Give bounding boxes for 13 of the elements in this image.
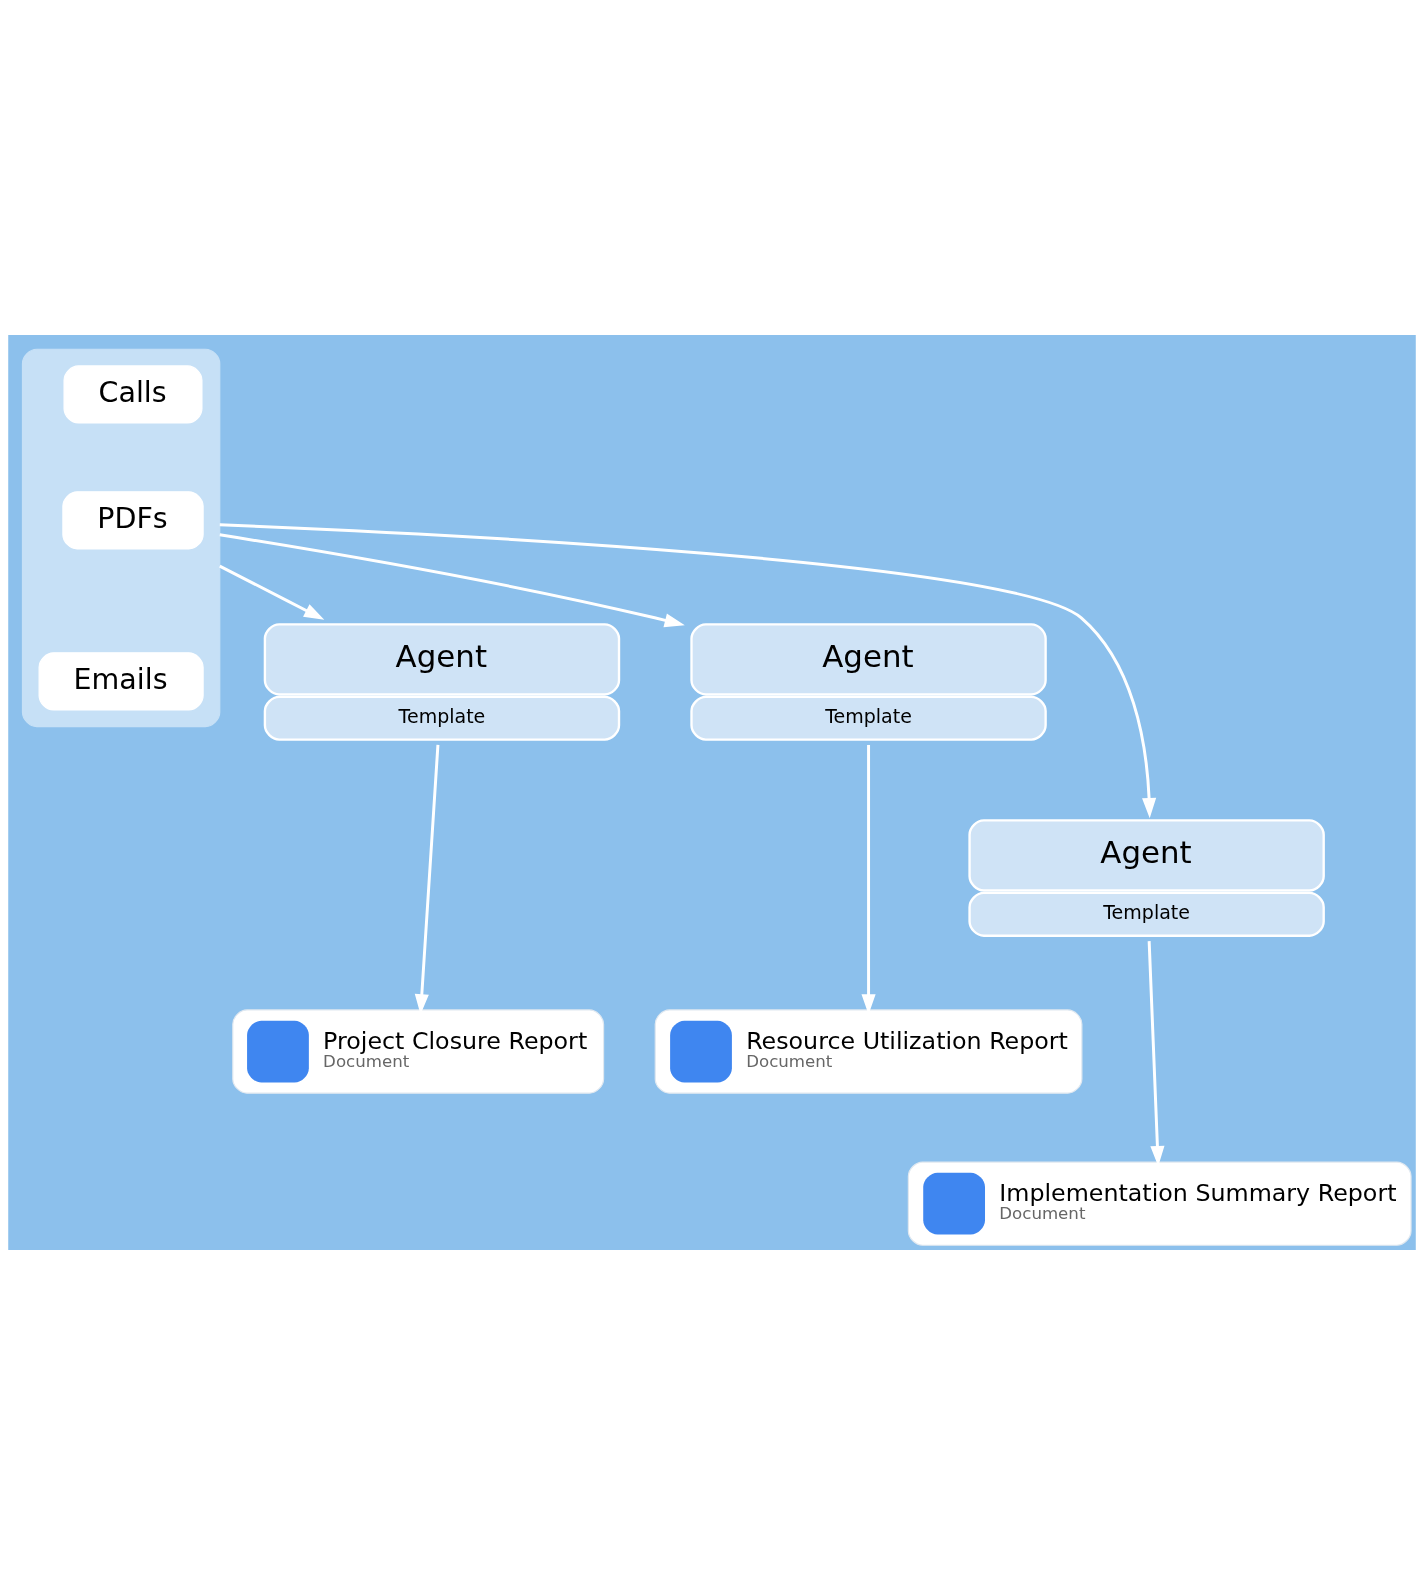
node-box: Calls [63,364,203,424]
arrow [1147,940,1165,1166]
node-box: Implementation Summary Report Document [907,1160,1412,1246]
arrow [219,564,325,620]
node-box: PDFs [62,490,204,549]
node-box: Project Closure Report Document [232,1008,605,1094]
arrow [219,532,685,627]
arrow [861,744,876,1014]
arrow [219,522,1157,818]
node-box: Emails [38,651,204,710]
node-box: Resource Utilization Report Document [654,1008,1083,1094]
cluster [21,348,221,727]
arrow [414,744,440,1014]
